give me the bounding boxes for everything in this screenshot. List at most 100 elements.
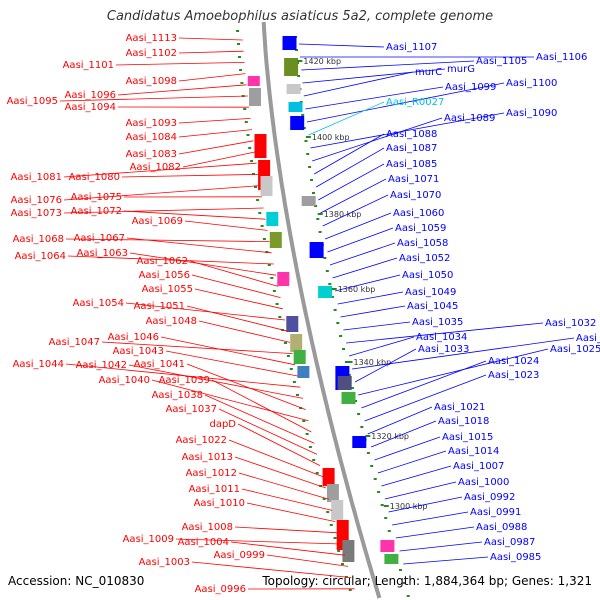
gene-label-left: Aasi_1055	[142, 284, 193, 295]
gene-label-left: Aasi_1073	[11, 208, 62, 219]
gene-block-left	[286, 316, 299, 332]
leader-line-left	[241, 488, 333, 511]
gene-label-right: Aasi_1060	[393, 208, 444, 219]
leader-line-right	[301, 60, 475, 71]
tick-mark	[370, 465, 374, 467]
gene-label-left: Aasi_1046	[108, 332, 159, 343]
tick-mark	[250, 160, 254, 162]
leader-line-left	[151, 379, 309, 422]
gene-label-left: Aasi_1093	[126, 118, 177, 129]
leader-line-left	[175, 538, 342, 545]
tick-mark	[325, 270, 329, 272]
gene-label-left: Aasi_1038	[152, 390, 203, 401]
leader-line-right	[364, 374, 487, 422]
tick-mark	[262, 238, 266, 240]
tick-mark	[252, 173, 255, 175]
leader-line-right	[308, 101, 385, 136]
gene-label-left: Aasi_1098	[126, 76, 177, 87]
tick-mark	[316, 218, 320, 220]
leader-line-left	[228, 439, 324, 478]
tick-mark	[237, 43, 240, 45]
tick-mark	[256, 199, 260, 201]
tick-mark	[333, 309, 337, 311]
gene-label-left: Aasi_1082	[130, 162, 181, 173]
gene-label-right: Aasi_1099	[445, 82, 496, 93]
tick-mark	[329, 524, 333, 526]
gene-label-right: Aasi_1107	[386, 42, 437, 53]
gene-block-left	[322, 468, 335, 486]
gene-label-right: Aasi_0992	[464, 492, 515, 503]
gene-block-right	[352, 436, 367, 448]
leader-line-right	[381, 465, 452, 487]
gene-label-left: Aasi_1101	[63, 60, 114, 71]
leader-line-left	[182, 151, 255, 168]
leader-line-left	[178, 140, 254, 155]
gene-label-right: Aasi_1088	[386, 129, 437, 140]
gene-label-left: Aasi_1081	[11, 172, 62, 183]
gene-label-left: Aasi_1012	[186, 468, 237, 479]
gene-block-left	[326, 484, 339, 502]
leader-line-right	[322, 194, 389, 227]
gene-label-left: Aasi_1047	[49, 337, 100, 348]
tick-mark	[248, 147, 252, 149]
tick-mark	[260, 225, 264, 227]
leader-line-right	[298, 43, 385, 48]
leader-line-left	[246, 502, 336, 522]
gene-block-left	[260, 176, 273, 196]
leader-line-left	[191, 274, 281, 298]
tick-mark	[337, 550, 341, 552]
gene-label-right: Aasi_0987	[484, 537, 535, 548]
gene-label-left: Aasi_1011	[189, 484, 240, 495]
gene-label-right: Aasi_0991	[470, 507, 521, 518]
leader-line-left	[194, 288, 283, 310]
leader-line-left	[101, 341, 293, 354]
gene-block-right	[341, 392, 356, 404]
leader-line-right	[314, 133, 385, 175]
gene-label-left: Aasi_1069	[132, 216, 183, 227]
gene-label-left: Aasi_1042	[76, 360, 127, 371]
tick-mark	[399, 569, 402, 571]
gene-block-left	[269, 232, 282, 248]
gene-label-right: Aasi_1071	[388, 174, 439, 185]
gene-label-left: Aasi_1013	[182, 452, 233, 463]
tick-mark	[246, 134, 250, 136]
gene-label-right: Aasi_1052	[399, 253, 450, 264]
leader-line-left	[178, 73, 246, 82]
tick-mark	[272, 290, 276, 292]
leader-line-right	[392, 511, 469, 526]
gene-block-right	[288, 102, 303, 112]
map-title: Candidatus Amoebophilus asiaticus 5a2, c…	[106, 9, 494, 24]
gene-label-right: Aasi_1034	[416, 332, 467, 343]
gene-label-left: Aasi_1022	[176, 435, 227, 446]
scale-label: 1380 kbp	[324, 210, 362, 219]
gene-block-right	[318, 286, 333, 298]
leader-line-right	[329, 242, 396, 266]
tick-mark	[366, 452, 370, 454]
gene-label-left: Aasi_1056	[139, 270, 190, 281]
tick-mark	[342, 348, 345, 350]
topology-label: Topology: circular; Length: 1,884,364 bp…	[262, 574, 592, 588]
leader-line-right	[384, 481, 457, 500]
scale-label: 1360 kbp	[338, 285, 376, 294]
leader-line-right	[348, 336, 415, 357]
leader-line-left	[59, 95, 248, 102]
leader-line-left	[266, 554, 349, 567]
leader-line-right	[310, 112, 505, 149]
tick-mark	[301, 114, 305, 116]
gene-label-left: Aasi_1008	[182, 522, 233, 533]
leader-line-left	[234, 456, 327, 489]
tick-mark	[302, 420, 306, 422]
tick-mark	[270, 277, 274, 279]
gene-block-right	[384, 554, 399, 564]
leader-line-right	[358, 348, 549, 396]
gene-label-right: Aasi_1014	[448, 446, 499, 457]
gene-label-right: Aasi_1033	[418, 344, 469, 355]
tick-mark	[312, 192, 315, 194]
tick-mark	[312, 459, 316, 461]
tick-mark	[318, 231, 322, 233]
gene-block-right	[380, 540, 395, 552]
tick-mark	[348, 589, 352, 591]
gene-label-right: Aasi_1032	[545, 318, 596, 329]
leader-line-left	[63, 207, 264, 214]
leader-line-left	[189, 260, 279, 287]
